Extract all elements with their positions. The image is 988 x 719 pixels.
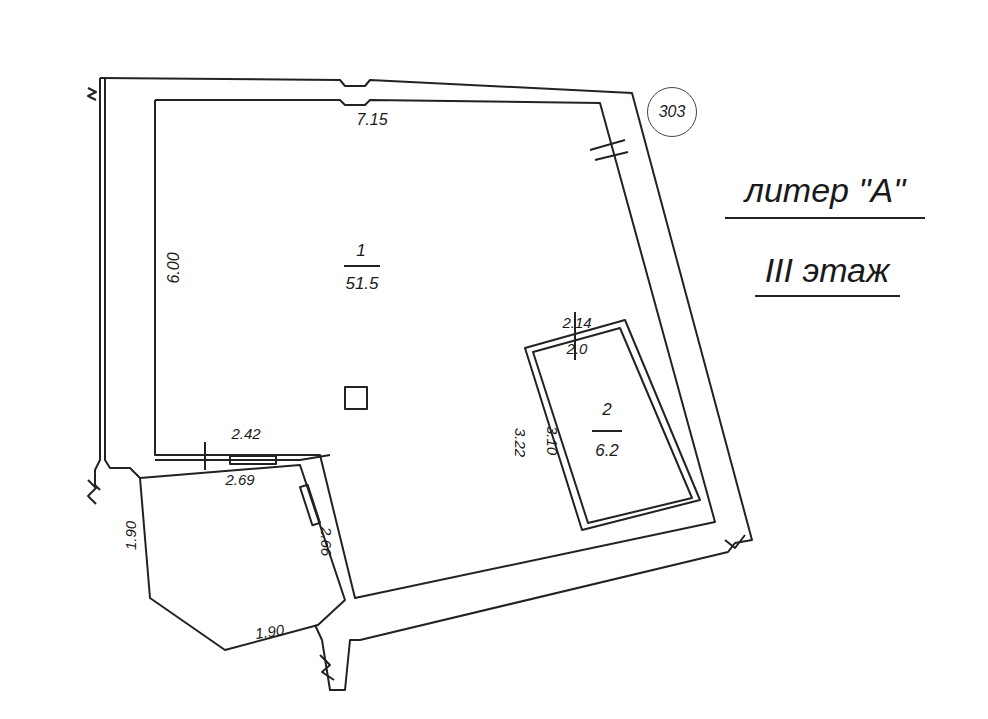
dimension-tick [204, 442, 206, 470]
room-number: 2 [587, 401, 627, 420]
sheet-number: 303 [659, 103, 686, 121]
dimension: 1.90 [254, 622, 285, 641]
room-area: 51.5 [345, 275, 378, 292]
dimension: 7.15 [356, 112, 387, 128]
door-mark [230, 456, 276, 464]
title-underline [725, 217, 925, 219]
room-area: 6.2 [587, 442, 627, 461]
dimension: 2.14 [562, 315, 591, 330]
outer-wall [100, 78, 752, 690]
room-outline [155, 100, 715, 598]
room-2-outline [525, 320, 700, 530]
fraction-line [592, 430, 622, 432]
break-line [320, 655, 334, 680]
floor-title: III этаж [765, 253, 890, 287]
window-mark [590, 140, 625, 150]
window-mark [595, 152, 628, 160]
break-line [725, 535, 745, 548]
dimension: 6.00 [166, 252, 182, 283]
left-wall [95, 78, 100, 490]
break-line [88, 480, 96, 504]
dimension: 2.66 [319, 526, 334, 555]
break-line [88, 88, 96, 100]
title-underline [755, 295, 900, 297]
dimension: 2.0 [567, 341, 588, 356]
dimension: 2.69 [225, 472, 254, 487]
sheet-number-circle: 303 [647, 87, 697, 137]
sheet-title: литер "А" [745, 173, 906, 207]
left-wall-inner [105, 78, 140, 478]
room-label: 26.2 [587, 401, 627, 461]
fraction-line [344, 265, 380, 267]
dimension: 1.90 [123, 520, 138, 549]
dimension: 3.10 [545, 425, 560, 454]
dimension: 2.42 [231, 426, 260, 441]
small-room-outline [140, 465, 345, 650]
vent-symbol [345, 387, 367, 409]
door-mark [300, 485, 320, 526]
room-number: 1 [356, 242, 365, 259]
room-2-inner [533, 328, 692, 523]
dimension: 3.22 [513, 427, 528, 456]
